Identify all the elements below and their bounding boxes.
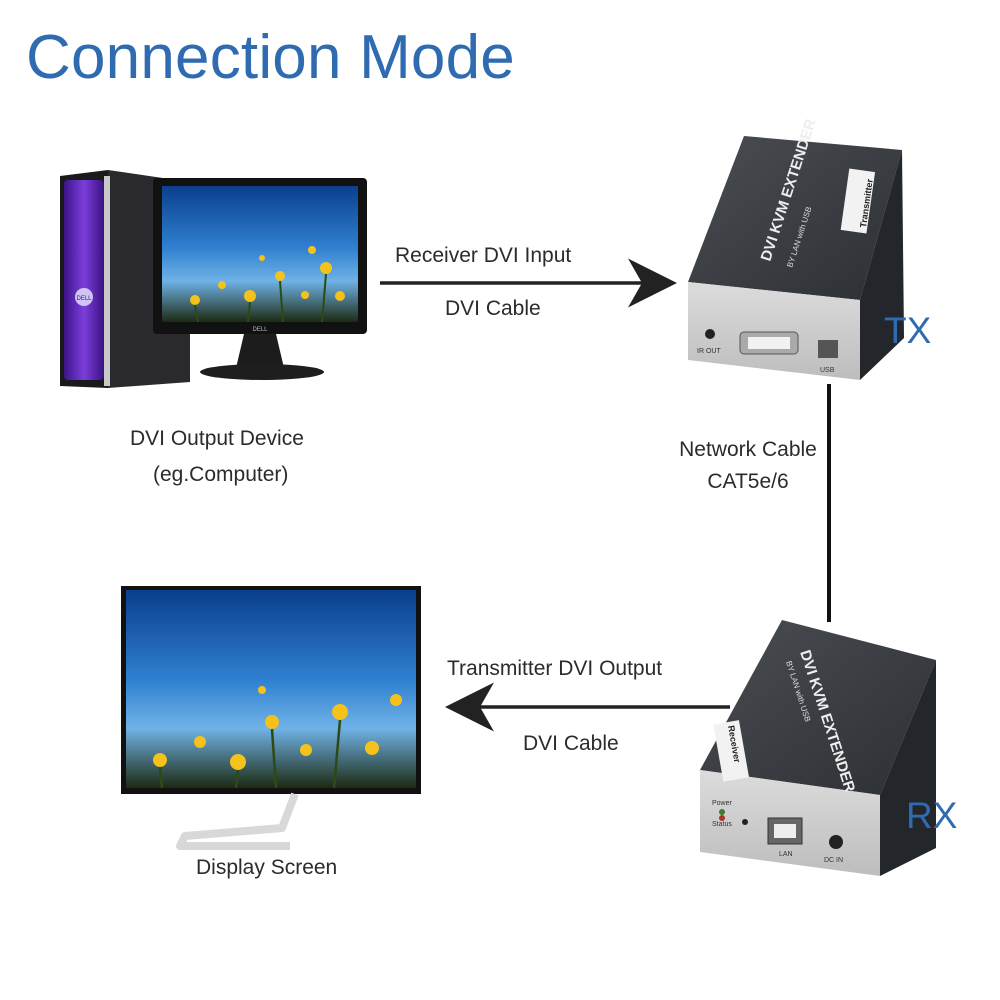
rx-link-bottom-label: DVI Cable bbox=[523, 732, 619, 755]
rx-tag: RX bbox=[906, 795, 958, 836]
rx-power-led bbox=[719, 809, 725, 815]
rx-dc-port bbox=[829, 835, 843, 849]
tx-link-bottom-label: DVI Cable bbox=[445, 297, 541, 320]
tx-usb-port bbox=[818, 340, 838, 358]
network-label-line2: CAT5e/6 bbox=[707, 470, 789, 493]
rx-lan-label: LAN bbox=[779, 851, 793, 858]
source-label-line1: DVI Output Device bbox=[130, 427, 304, 450]
tx-tag: TX bbox=[884, 310, 932, 351]
page-title: Connection Mode bbox=[26, 23, 515, 92]
rx-status-label: Status bbox=[712, 821, 732, 828]
monitor-logo: DELL bbox=[252, 327, 268, 333]
display-label: Display Screen bbox=[196, 856, 338, 879]
tx-link-top-label: Receiver DVI Input bbox=[395, 244, 572, 267]
tx-usb-label: USB bbox=[820, 367, 835, 374]
tx-device: DVI KVM EXTENDER BY LAN with USB Transmi… bbox=[688, 117, 904, 380]
rx-link-top-label: Transmitter DVI Output bbox=[447, 657, 663, 680]
computer-illustration: DELL DELL bbox=[60, 170, 367, 388]
pc-monitor: DELL bbox=[153, 178, 367, 380]
tx-ir-label: IR OUT bbox=[697, 348, 721, 355]
rx-device: DVI KVM EXTENDER BY LAN with USB Receive… bbox=[700, 620, 936, 876]
tx-ir-port bbox=[705, 329, 715, 339]
rx-dc-label: DC IN bbox=[824, 857, 843, 864]
rx-status-led bbox=[719, 815, 725, 821]
tower-logo: DELL bbox=[76, 296, 92, 302]
source-label-line2: (eg.Computer) bbox=[153, 463, 289, 486]
rx-power-label: Power bbox=[712, 800, 733, 807]
network-label-line1: Network Cable bbox=[679, 438, 817, 461]
display-monitor bbox=[121, 586, 421, 850]
